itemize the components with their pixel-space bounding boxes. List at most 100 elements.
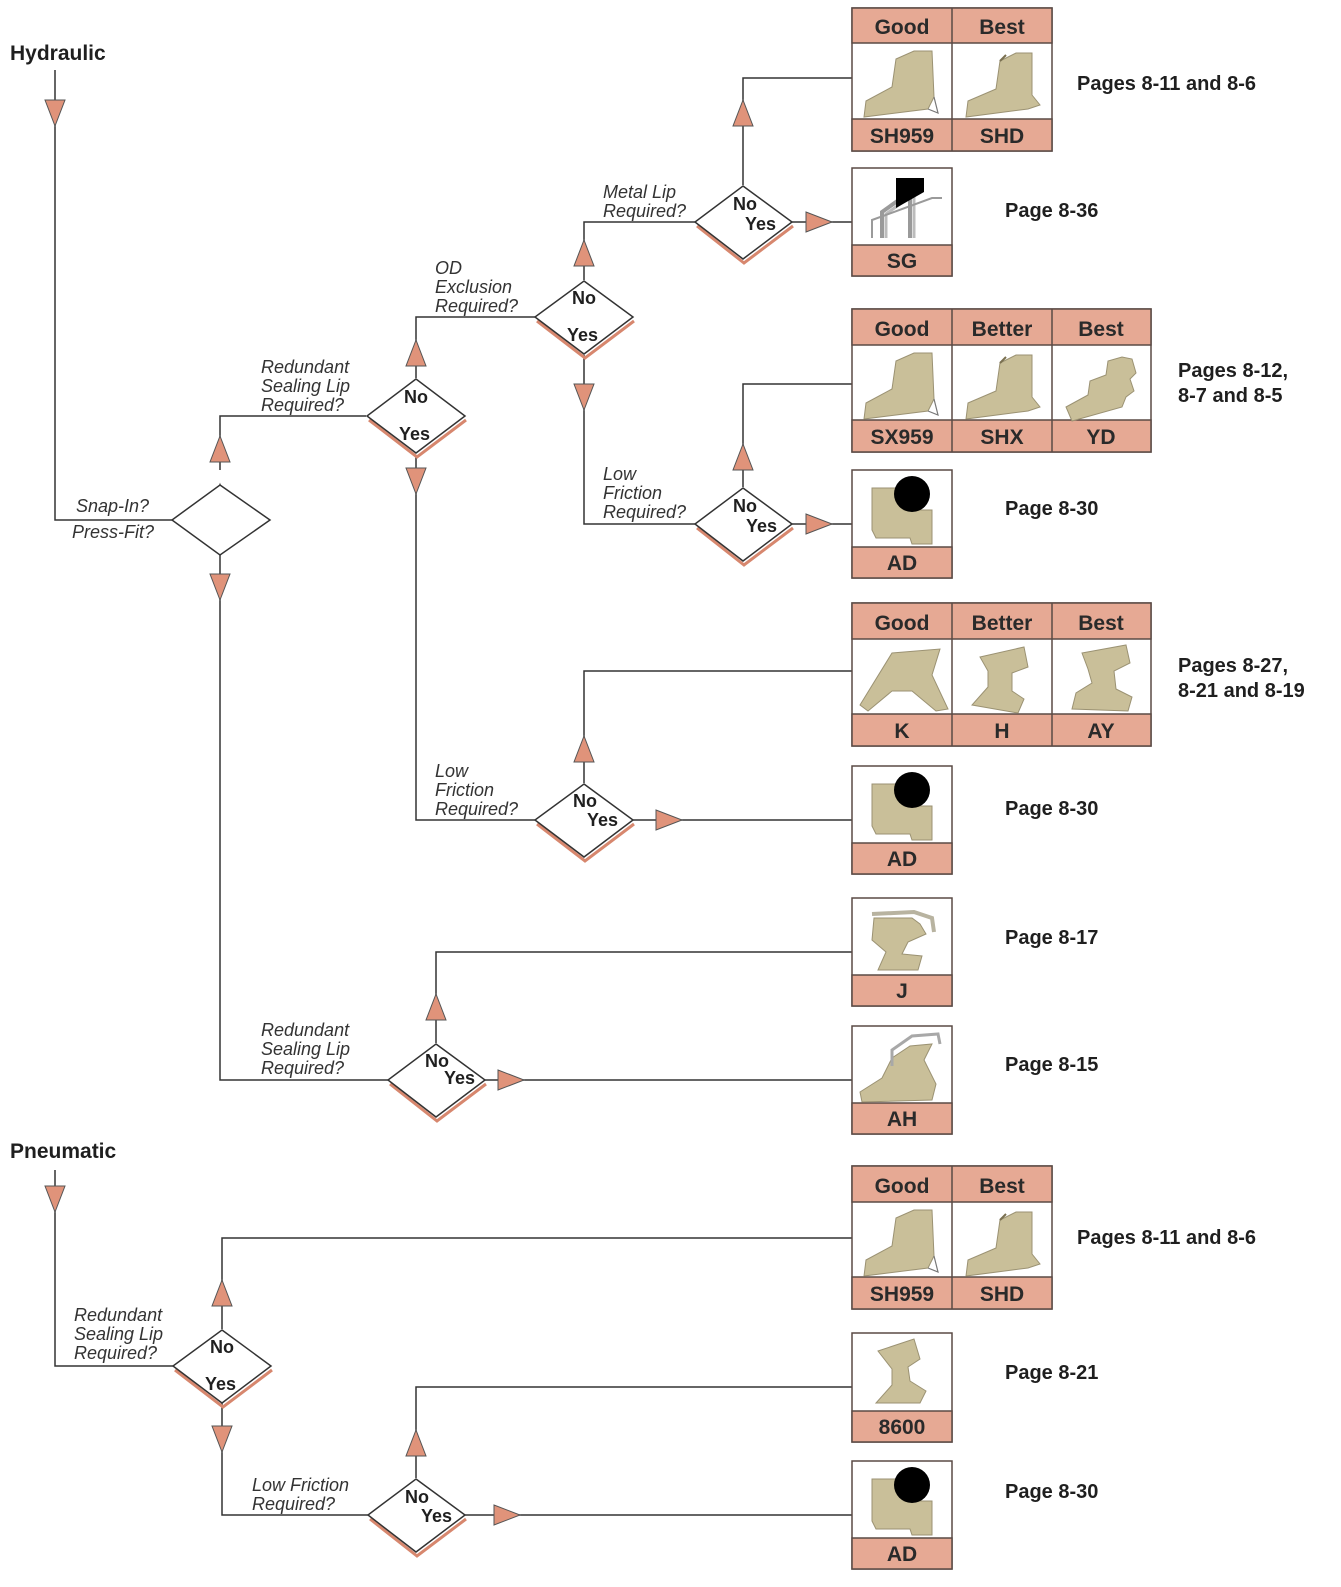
product-box-sg[interactable]: SG	[851, 167, 953, 277]
connector	[54, 70, 173, 521]
arrow-right-icon	[655, 809, 684, 831]
arrow-down-icon	[573, 383, 595, 412]
answer-no: No	[210, 1337, 234, 1357]
product-code: AD	[887, 1543, 917, 1566]
tier-label-best: Best	[979, 16, 1025, 39]
decision-low-friction	[533, 783, 635, 858]
product-code: 8600	[879, 1416, 926, 1439]
product-code: YD	[1086, 426, 1115, 449]
page-reference: 8-21 and 8-19	[1178, 680, 1305, 702]
page-reference: Page 8-30	[1005, 798, 1098, 820]
answer-no: No	[573, 791, 597, 811]
product-box-sh959-shd[interactable]: Good Best SH959 SHD	[851, 1165, 1053, 1310]
question-line: Friction	[603, 483, 662, 503]
product-box-ad[interactable]: AD	[851, 765, 953, 875]
arrow-up-icon	[425, 992, 447, 1021]
answer-yes: Yes	[745, 214, 776, 234]
decision-redundant-lip	[171, 1329, 273, 1404]
product-code: AD	[887, 552, 917, 575]
arrow-right-icon	[805, 211, 834, 233]
question-snap-in: Snap-In?	[76, 496, 149, 516]
question-line: Redundant	[261, 357, 350, 377]
product-box-k-h-ay[interactable]: Good Better Best K H AY	[851, 602, 1152, 747]
arrow-up-icon	[211, 1278, 233, 1307]
product-code: SHD	[980, 125, 1024, 148]
page-reference: 8-7 and 8-5	[1178, 385, 1282, 407]
connector	[54, 1170, 173, 1367]
decision-diamonds	[170, 185, 794, 1558]
product-box-sh959-shd[interactable]: Good Best SH959 SHD	[851, 7, 1053, 152]
section-title-hydraulic: Hydraulic	[10, 42, 106, 65]
arrow-down-icon	[211, 1425, 233, 1454]
product-box-ah[interactable]: AH	[851, 1025, 953, 1135]
question-line: Low	[603, 464, 637, 484]
page-reference: Pages 8-27,	[1178, 655, 1288, 677]
arrow-up-icon	[573, 734, 595, 763]
question-labels: Snap-In? Press-Fit? Redundant Sealing Li…	[72, 182, 686, 1514]
page-reference: Page 8-30	[1005, 1481, 1098, 1503]
question-line: Exclusion	[435, 277, 512, 297]
arrow-down-icon	[44, 1185, 66, 1214]
product-code: K	[894, 720, 909, 743]
answer-no: No	[405, 1487, 429, 1507]
tier-label-better: Better	[972, 612, 1033, 635]
product-code: H	[994, 720, 1009, 743]
arrow-down-icon	[209, 573, 231, 602]
answer-no: No	[425, 1051, 449, 1071]
question-line: Sealing Lip	[261, 376, 350, 396]
tier-label-best: Best	[979, 1175, 1025, 1198]
question-line: Redundant	[74, 1305, 163, 1325]
tier-label-good: Good	[875, 1175, 930, 1198]
tier-label-best: Best	[1078, 318, 1124, 341]
connector	[219, 415, 366, 470]
product-code: SH959	[870, 1283, 934, 1306]
product-code: AH	[887, 1108, 917, 1131]
product-code: SHD	[980, 1283, 1024, 1306]
tier-label-good: Good	[875, 318, 930, 341]
question-line: Required?	[74, 1343, 157, 1363]
connector	[221, 1237, 852, 1329]
page-reference: Page 8-21	[1005, 1362, 1098, 1384]
product-code: J	[896, 980, 908, 1003]
page-reference: Page 8-30	[1005, 498, 1098, 520]
connector	[415, 455, 535, 821]
answer-no: No	[572, 288, 596, 308]
product-code: SH959	[870, 125, 934, 148]
product-box-j[interactable]: J	[851, 897, 953, 1007]
arrow-up-icon	[573, 238, 595, 267]
arrow-right-icon	[805, 513, 834, 535]
connector	[435, 951, 852, 1043]
question-line: Required?	[261, 1058, 344, 1078]
arrow-up-icon	[209, 434, 231, 463]
arrow-right-icon	[493, 1504, 522, 1526]
page-reference: Pages 8-11 and 8-6	[1077, 1227, 1256, 1249]
page-reference: Page 8-36	[1005, 200, 1098, 222]
connector	[583, 221, 695, 280]
connector	[415, 1386, 852, 1478]
product-box-8600[interactable]: 8600	[851, 1332, 953, 1443]
product-box-sx959-shx-yd[interactable]: Good Better Best SX959 SHX YD	[851, 308, 1152, 453]
question-press-fit: Press-Fit?	[72, 522, 154, 542]
tier-label-best: Best	[1078, 612, 1124, 635]
answer-labels: No Yes No Yes No Yes No Yes No Yes No Ye…	[205, 194, 777, 1526]
product-code: SHX	[980, 426, 1023, 449]
product-code: AY	[1087, 720, 1114, 743]
question-line: Required?	[435, 296, 518, 316]
question-line: Required?	[261, 395, 344, 415]
section-title-pneumatic: Pneumatic	[10, 1140, 117, 1163]
arrow-up-icon	[732, 98, 754, 127]
question-line: OD	[435, 258, 462, 278]
question-line: Required?	[435, 799, 518, 819]
connector	[742, 77, 852, 185]
question-line: Required?	[603, 502, 686, 522]
product-box-ad[interactable]: AD	[851, 469, 953, 579]
page-reference: Pages 8-11 and 8-6	[1077, 73, 1256, 95]
arrow-down-icon	[405, 467, 427, 496]
product-code: AD	[887, 848, 917, 871]
question-line: Required?	[603, 201, 686, 221]
question-line: Friction	[435, 780, 494, 800]
connector	[219, 555, 388, 1081]
product-box-ad[interactable]: AD	[851, 1460, 953, 1570]
answer-yes: Yes	[746, 516, 777, 536]
